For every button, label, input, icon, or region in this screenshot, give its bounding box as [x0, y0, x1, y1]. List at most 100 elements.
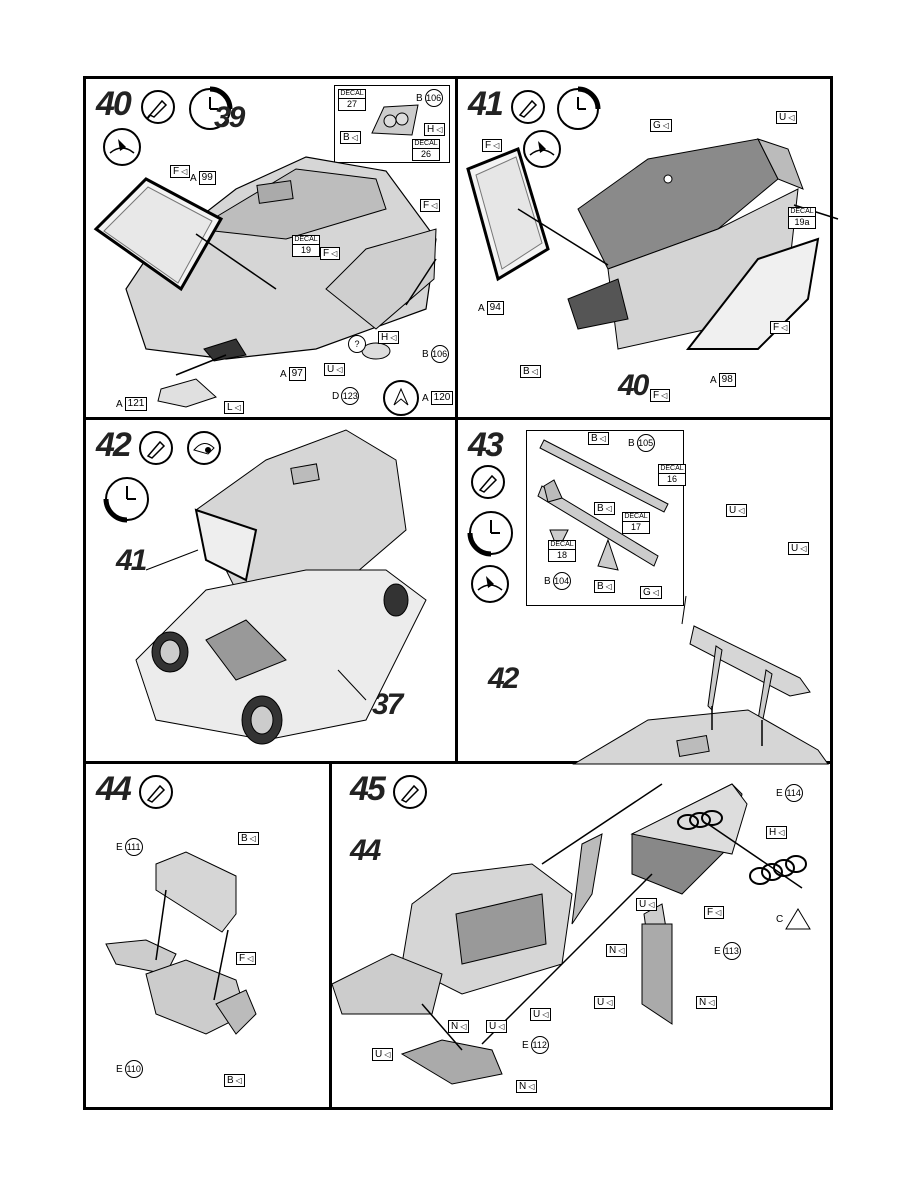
color-b: B◁	[520, 365, 541, 378]
color-f-windshield: F◁	[482, 139, 503, 152]
color-b-bottom: B◁	[224, 1074, 245, 1087]
reference-number: 39	[214, 101, 245, 134]
glue-icon	[393, 775, 427, 809]
step-number: 45	[350, 770, 386, 808]
glue-icon	[139, 775, 173, 809]
color-u-left: U◁	[372, 1048, 394, 1061]
color-b: B◁	[340, 131, 361, 144]
color-n-top: N◁	[606, 944, 628, 957]
clock-icon	[557, 86, 601, 130]
step-42-panel: 42 41 37	[86, 420, 458, 764]
color-u-front2: U◁	[486, 1020, 508, 1033]
color-f-side: F◁	[420, 199, 441, 212]
glue-icon	[511, 90, 545, 124]
glue-icon	[471, 465, 505, 499]
wing-parts-drawing	[537, 439, 829, 765]
decal-water-icon	[523, 130, 561, 168]
reference-number: 44	[350, 834, 381, 867]
color-f-window: F◁	[320, 247, 341, 260]
color-u-mid: U◁	[594, 996, 616, 1009]
color-l: L◁	[224, 401, 244, 414]
step-number: 44	[96, 770, 132, 808]
color-b-top: B◁	[588, 432, 609, 445]
color-u-top: U◁	[636, 898, 658, 911]
car-body-drawing	[93, 156, 437, 408]
color-b-mid: B◁	[594, 502, 615, 515]
color-h: H◁	[766, 826, 788, 839]
rotate-icon	[383, 380, 419, 416]
color-n-front: N◁	[448, 1020, 470, 1033]
color-u-wing: U◁	[726, 504, 748, 517]
color-f-windshield: F◁	[170, 165, 191, 178]
step-41-panel: 41 F◁ G◁ U◁	[458, 79, 839, 420]
color-f: F◁	[704, 906, 725, 919]
reference-number: 40	[618, 369, 649, 402]
color-f-body: F◁	[650, 389, 671, 402]
step-number: 43	[468, 426, 504, 464]
glue-icon	[139, 431, 173, 465]
color-g: G◁	[650, 119, 672, 132]
reference-number-41: 41	[116, 544, 147, 577]
color-u-support: U◁	[788, 542, 810, 555]
decal-water-icon	[471, 565, 509, 603]
paint-icon	[187, 431, 221, 465]
taillight-part	[371, 104, 419, 136]
color-n-bottom: N◁	[516, 1080, 538, 1093]
color-u-front: U◁	[530, 1008, 552, 1021]
reference-number: 42	[488, 662, 519, 695]
step-number: 41	[468, 85, 504, 123]
color-f: F◁	[236, 952, 257, 965]
step-number: 40	[96, 85, 132, 123]
triangle-c115-icon	[785, 908, 812, 930]
color-f-side: F◁	[770, 321, 791, 334]
color-n-mid: N◁	[696, 996, 718, 1009]
decal-water-icon	[103, 128, 141, 166]
part-c115: C 115	[776, 908, 812, 930]
color-b-top: B◁	[238, 832, 259, 845]
car-body-drawing	[466, 138, 839, 350]
color-h-mirror: H◁	[378, 331, 400, 344]
color-b-bottom: B◁	[594, 580, 615, 593]
color-h: H◁	[424, 123, 446, 136]
clock-icon	[467, 511, 513, 557]
front-assembly-drawing	[331, 783, 807, 1085]
color-g: G◁	[640, 586, 662, 599]
car-assembly-drawing	[135, 429, 427, 745]
wing-detail-inset	[526, 430, 684, 606]
optional-question: ?	[348, 335, 366, 353]
step-43-panel: 43	[458, 420, 830, 765]
color-u: U◁	[776, 111, 798, 124]
interior-parts-drawing	[105, 851, 257, 1035]
step-number: 42	[96, 426, 132, 464]
clock-icon	[189, 86, 233, 130]
glue-icon	[141, 90, 175, 124]
clock-icon	[103, 477, 149, 523]
